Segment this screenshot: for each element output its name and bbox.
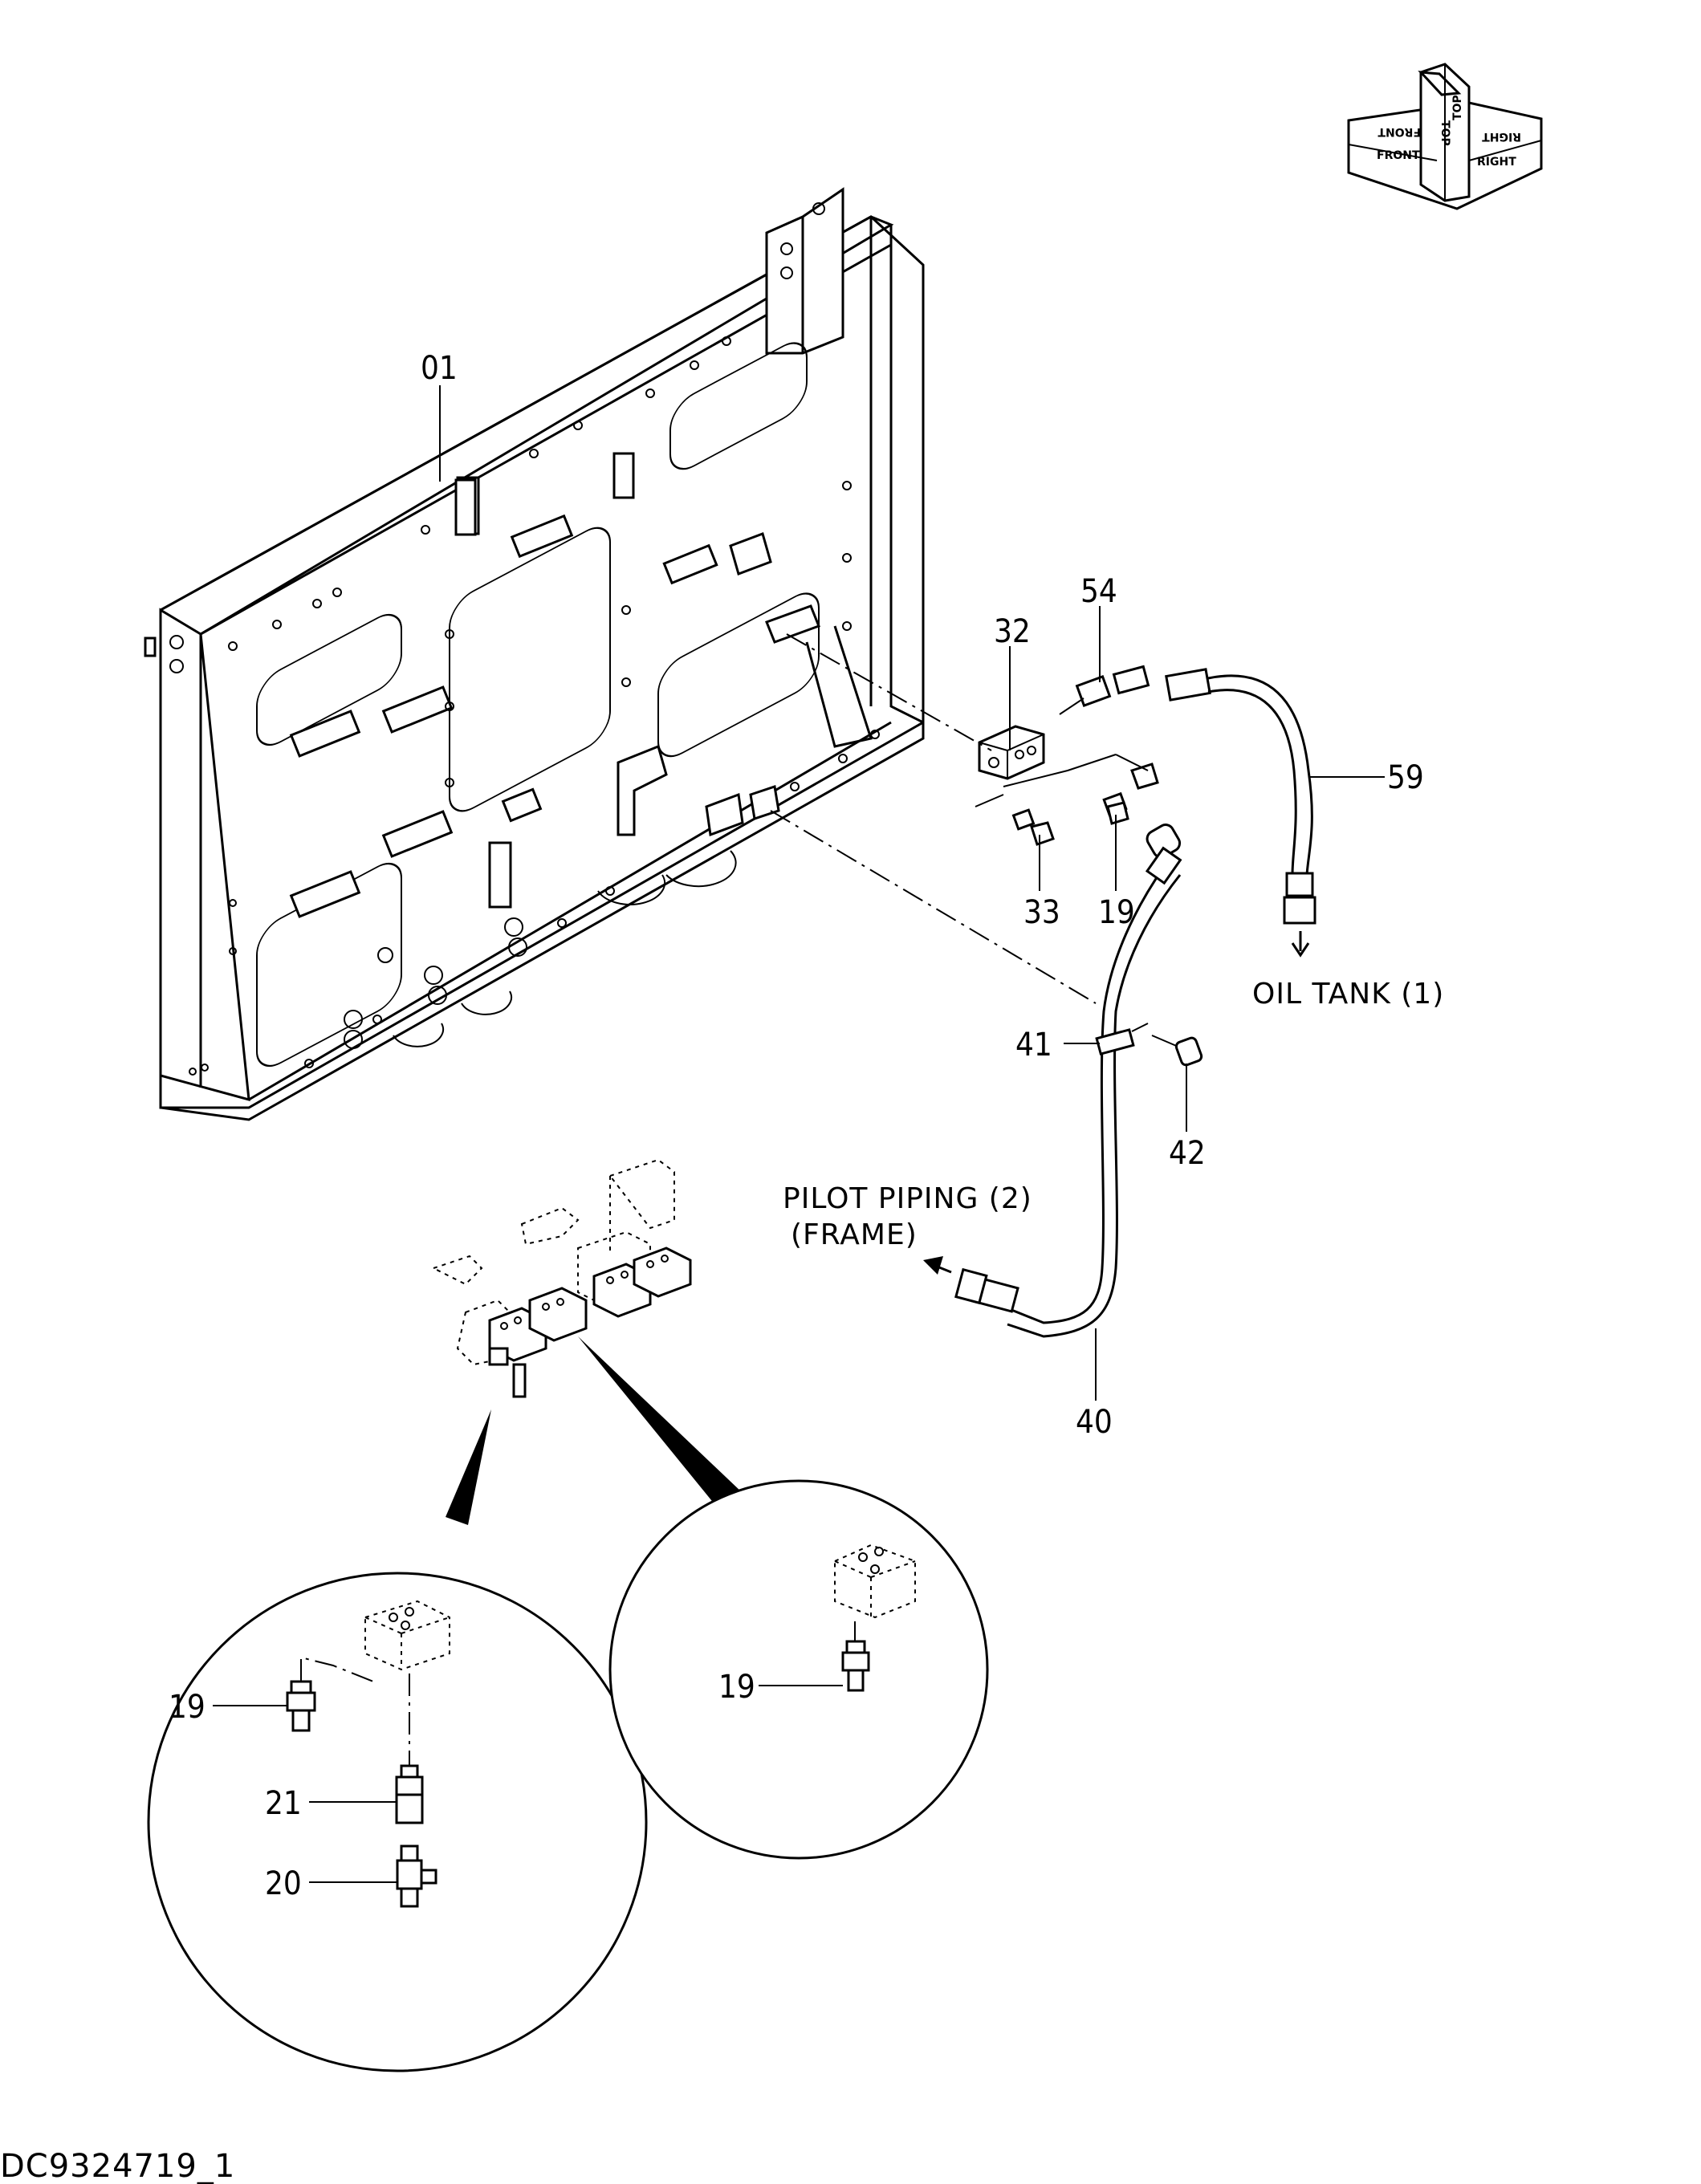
diagram-id: DC9324719_1 (0, 2148, 235, 2184)
note-pilot-piping-frame: (FRAME) (791, 1218, 918, 1251)
clamp-41 (1095, 1023, 1149, 1055)
label-part-41: 41 (1015, 1027, 1052, 1064)
label-part-32: 32 (994, 613, 1031, 650)
leader-lines (213, 385, 1385, 1883)
label-part-19-detail-right: 19 (718, 1669, 755, 1706)
label-part-20: 20 (265, 1865, 302, 1902)
badge-top-label: TOP (1439, 120, 1451, 146)
pilot-piping-arrow (923, 1256, 952, 1275)
label-part-42: 42 (1169, 1135, 1206, 1172)
badge-front-mirrored-label: FRONT (1377, 125, 1421, 138)
label-part-21: 21 (265, 1785, 302, 1822)
part-number-labels: 01 32 54 59 33 19 41 42 40 19 21 20 19 (169, 350, 1424, 1902)
badge-top-mirrored-label: TOP (1451, 95, 1464, 120)
label-part-19-detail-left: 19 (169, 1689, 206, 1726)
badge-right-label: RIGHT (1477, 156, 1516, 169)
elbow-fitting-54 (1059, 665, 1150, 715)
detail-wedge-right (578, 1336, 743, 1509)
badge-front-label: FRONT (1377, 149, 1420, 162)
detail-wedge-left (446, 1409, 491, 1525)
detail-circle-left (147, 1572, 648, 2072)
bolt-42 (1151, 1035, 1203, 1067)
label-part-19: 19 (1098, 894, 1135, 931)
junction-block-32 (978, 725, 1045, 780)
valve-assembly (431, 1158, 692, 1398)
orientation-badge: FRONT RIGHT TOP FRONT RIGHT TOP (1347, 63, 1543, 210)
note-pilot-piping: PILOT PIPING (2) (783, 1182, 1032, 1215)
detail-circle-right (608, 1479, 989, 1860)
badge-right-mirrored-label: RIGHT (1482, 130, 1521, 143)
note-oil-tank: OIL TANK (1) (1252, 978, 1444, 1011)
main-frame (144, 187, 925, 1121)
bolts-33-19 (975, 754, 1182, 859)
label-part-54: 54 (1080, 573, 1117, 610)
alignment-line-2 (770, 810, 1097, 1004)
label-part-33: 33 (1023, 894, 1060, 931)
pipe-40 (954, 846, 1182, 1338)
alignment-line-1 (786, 633, 992, 751)
label-part-01: 01 (421, 350, 458, 387)
label-part-59: 59 (1387, 759, 1424, 796)
label-part-40: 40 (1076, 1404, 1113, 1441)
hose-59 (1165, 668, 1316, 958)
